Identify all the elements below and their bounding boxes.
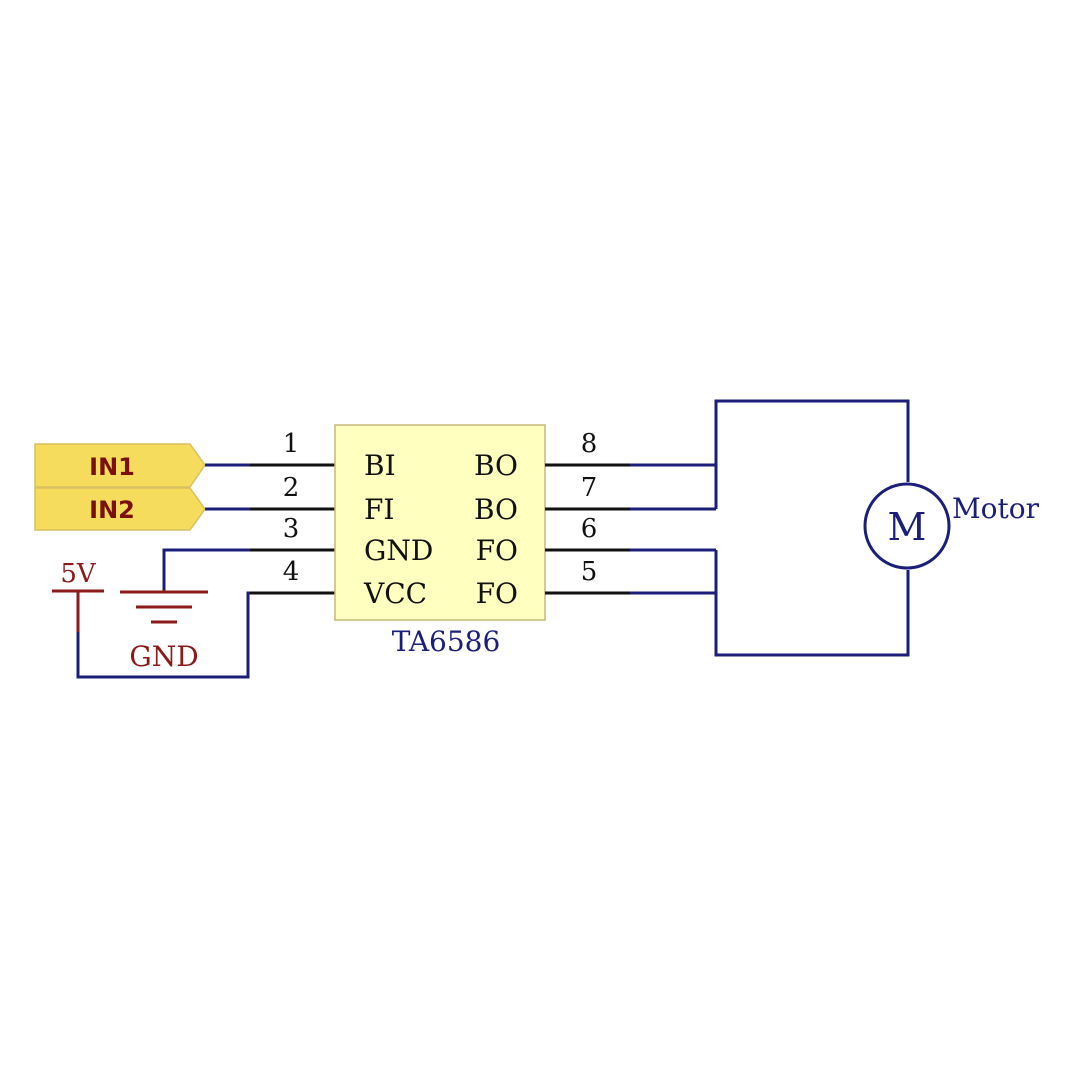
ground-label: GND: [129, 640, 198, 673]
wires-right: [630, 399, 910, 657]
pin-label-bo-8: BO: [474, 449, 518, 482]
wire-vcc: [76, 591, 250, 679]
pin-number-4: 4: [283, 557, 300, 587]
pin-number-1: 1: [283, 429, 300, 459]
pin-number-8: 8: [581, 429, 598, 459]
pin-number-5: 5: [581, 557, 598, 587]
chip-body: [334, 424, 546, 621]
pin-stubs-left: [250, 463, 335, 595]
pin-stubs-right: [545, 463, 630, 595]
pin-label-vcc: VCC: [363, 577, 427, 610]
pin-label-fo-5: FO: [476, 577, 518, 610]
wires-left: [76, 463, 250, 679]
motor-symbol: M: [888, 505, 927, 549]
power-label: 5V: [60, 559, 97, 589]
ground-symbol: [120, 590, 208, 624]
pin-label-gnd: GND: [364, 534, 433, 567]
pin-number-7: 7: [581, 473, 598, 503]
power-symbol: 5V: [52, 559, 104, 632]
input-label-in1: IN1: [89, 453, 135, 481]
motor: M Motor: [863, 482, 1040, 570]
pin-label-bi: BI: [364, 449, 396, 482]
pin-label-fo-6: FO: [476, 534, 518, 567]
pin-label-bo-7: BO: [474, 493, 518, 526]
pin-number-3: 3: [283, 514, 300, 544]
wire-motor-bottom: [714, 550, 910, 657]
input-port-in2: IN2: [34, 487, 206, 531]
motor-circle: [863, 482, 951, 570]
input-port-in1: IN1: [34, 443, 206, 488]
pin-number-2: 2: [283, 473, 300, 503]
chip-name: TA6586: [392, 625, 501, 658]
pin-number-6: 6: [581, 514, 598, 544]
pin-label-fi: FI: [364, 493, 395, 526]
input-label-in2: IN2: [89, 496, 135, 524]
wire-gnd: [162, 548, 250, 590]
wire-motor-top: [714, 399, 910, 509]
motor-label: Motor: [952, 492, 1040, 525]
